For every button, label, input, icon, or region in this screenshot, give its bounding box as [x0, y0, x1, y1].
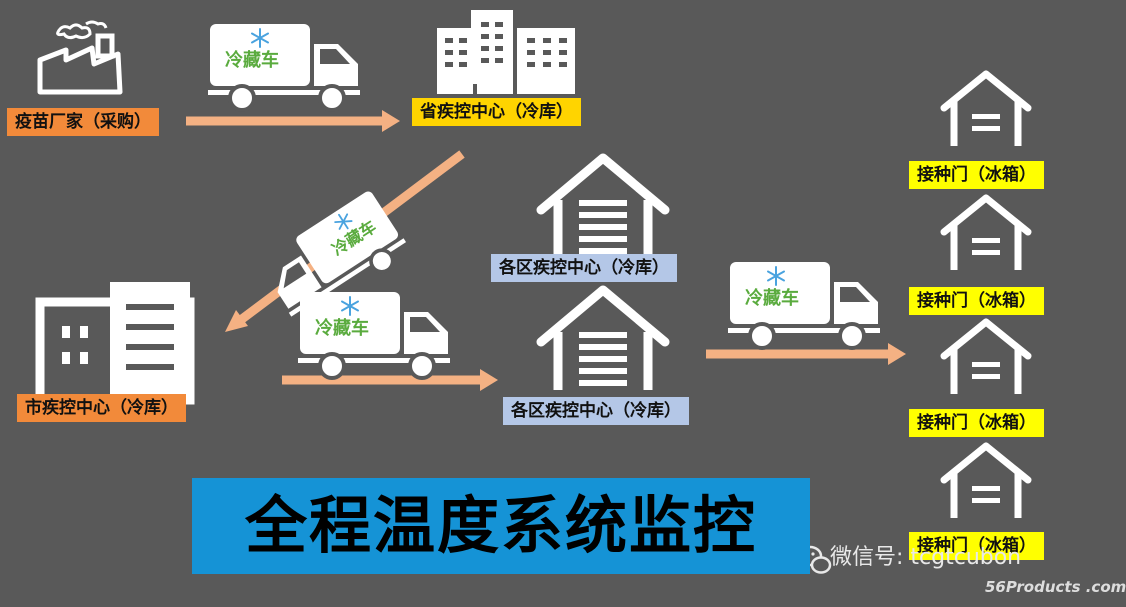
factory-icon: [37, 20, 123, 95]
arrow-district-to-clinics: [706, 343, 906, 365]
district-warehouse-icon-1: [541, 158, 665, 258]
arrow-maker-to-province: [186, 110, 400, 132]
refrigerated-truck-icon-2: 冷藏车: [254, 186, 416, 330]
provincial-cdc-label: 省疾控中心（冷库）: [412, 98, 581, 126]
city-building-icon: [35, 282, 195, 405]
provincial-building-icon: [437, 10, 575, 94]
watermark-text: 微信号: tcgtcubon: [830, 545, 1022, 570]
clinic-label-1: 接种门（冰箱）: [909, 161, 1044, 189]
truck-label: 冷藏车: [745, 287, 799, 309]
vaccine-maker-label: 疫苗厂家（采购）: [7, 108, 159, 136]
banner-title: 全程温度系统监控: [244, 489, 757, 562]
clinic-label-3: 接种门（冰箱）: [909, 409, 1044, 437]
city-cdc-label: 市疾控中心（冷库）: [17, 394, 186, 422]
clinic-house-icon-2: [944, 198, 1028, 270]
district-cdc-label-2: 各区疾控中心（冷库）: [503, 397, 689, 425]
district-warehouse-icon-2: [541, 290, 665, 390]
monitoring-banner: 全程温度系统监控: [192, 478, 810, 574]
truck-label: 冷藏车: [315, 317, 369, 339]
refrigerated-truck-icon-3: 冷藏车: [296, 290, 452, 380]
truck-label: 冷藏车: [225, 49, 279, 71]
clinic-label-4: 接种门（冰箱）: [909, 532, 1044, 560]
refrigerated-truck-icon-1: 冷藏车: [206, 22, 362, 112]
clinic-house-icon-1: [944, 74, 1028, 146]
clinic-label-2: 接种门（冰箱）: [909, 287, 1044, 315]
site-logo: 56Products .com: [985, 578, 1126, 596]
district-cdc-label-1: 各区疾控中心（冷库）: [491, 254, 677, 282]
refrigerated-truck-icon-4: 冷藏车: [726, 260, 882, 350]
clinic-house-icon-3: [944, 322, 1028, 394]
arrow-city-to-district: [282, 369, 498, 391]
clinic-house-icon-4: [944, 446, 1028, 518]
watermark: 微信号: tcgtcubon: [778, 533, 1078, 573]
